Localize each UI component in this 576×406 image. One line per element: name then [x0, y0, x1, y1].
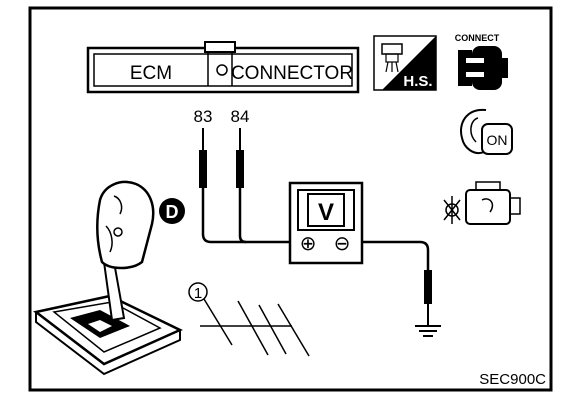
terminal-84-label: 84	[231, 107, 250, 126]
diagram-frame	[28, 6, 553, 392]
voltmeter: V ⊕ ⊖	[288, 181, 364, 265]
shift-button-icon	[113, 227, 123, 237]
callout-1-label: 1	[194, 285, 202, 302]
harness-side-icon: H.S.	[373, 35, 437, 91]
probe-wires	[199, 128, 432, 326]
connect-label: CONNECT	[455, 33, 500, 43]
ecm-connector-header: ECM CONNECTOR	[86, 41, 360, 94]
ignition-key-on-icon: ON	[460, 108, 513, 155]
voltmeter-display-label: V	[318, 199, 334, 226]
engine-running-icon	[443, 181, 521, 225]
voltmeter-negative-terminal: ⊖	[334, 233, 351, 255]
voltmeter-positive-terminal: ⊕	[300, 233, 317, 255]
connector-label-ecm: ECM	[130, 63, 172, 84]
harness-side-label: H.S.	[403, 73, 432, 90]
connector-connect-icon: CONNECT	[455, 33, 508, 90]
ignition-on-label: ON	[487, 132, 508, 148]
ground-icon	[415, 325, 441, 337]
drive-position-label: D	[166, 202, 179, 222]
drive-position-badge: D	[159, 198, 185, 224]
figure-code: SEC900C	[479, 371, 546, 388]
hatching-lines	[200, 300, 310, 357]
connector-label-connector: CONNECTOR	[231, 63, 353, 84]
shift-lever-illustration	[33, 180, 183, 376]
callout-1-marker: 1	[188, 282, 233, 346]
terminal-83-label: 83	[194, 107, 213, 126]
connector-latch-icon	[216, 64, 228, 76]
